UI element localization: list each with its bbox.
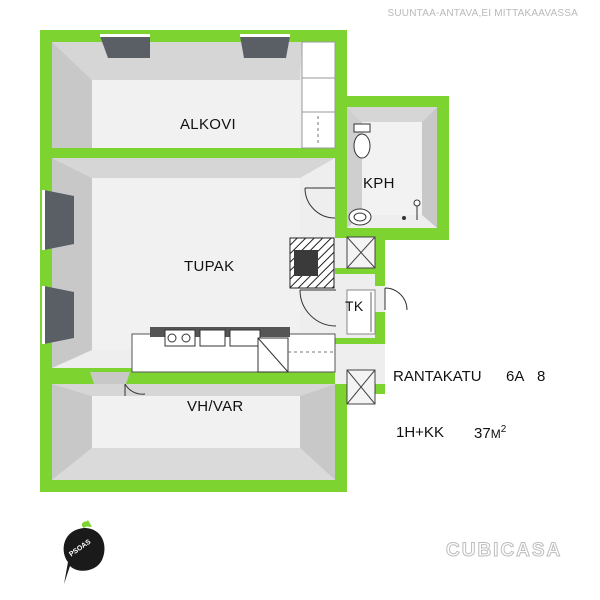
wardrobe: [301, 41, 336, 149]
wall-shading: [52, 42, 437, 480]
tk-cabinet: [346, 289, 376, 335]
room-label-alkovi: ALKOVI: [180, 116, 236, 133]
kitchen-counter: [90, 327, 336, 384]
apartment-number: 8: [537, 368, 546, 385]
windows: [42, 34, 290, 344]
room-label-tupak: TUPAK: [184, 258, 235, 275]
area-value: 37: [474, 425, 491, 442]
doors: [124, 187, 408, 396]
room-label-kph: KPH: [363, 175, 395, 192]
apartment-area: 37M2: [474, 424, 506, 442]
area-unit-superscript: 2: [500, 424, 507, 435]
apartment-type: 1H+KK: [396, 424, 444, 441]
room-label-vhvar: VH/VAR: [187, 398, 244, 415]
bathroom-fixtures: [348, 123, 421, 226]
room-label-tk: TK: [345, 298, 364, 314]
cubicasa-logo: CUBICASA: [445, 540, 563, 562]
disclaimer-note: SUUNTAA-ANTAVA,EI MITTAKAAVASSA: [387, 8, 578, 19]
shafts: [346, 236, 376, 405]
psoas-logo-mark: [63, 520, 105, 584]
building-number: 6A: [506, 368, 525, 385]
street-name: RANTAKATU: [393, 368, 482, 385]
fireplace: [289, 237, 335, 289]
interior-walls: [40, 148, 385, 492]
area-unit: M: [490, 427, 501, 441]
